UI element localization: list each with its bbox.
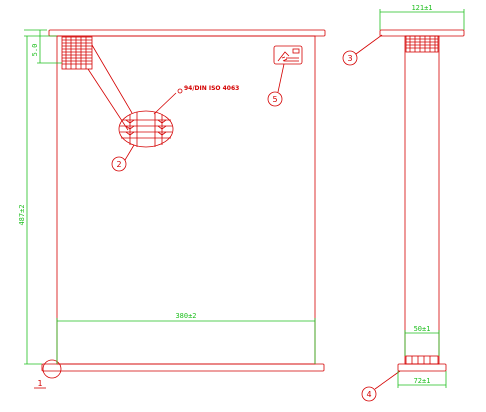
callout-3-bubble	[342, 50, 358, 66]
side-bottom-rail	[397, 363, 447, 372]
callout-4-label: 4	[366, 390, 371, 399]
width-dim-label: 380±2	[175, 312, 196, 320]
callout-2-bubble	[111, 156, 127, 172]
detail-leader-line-1	[91, 44, 133, 114]
height-dim-label: 487±2	[18, 204, 26, 225]
side-top-dim-label: 121±1	[411, 4, 432, 12]
side-body-dim-label: 50±1	[414, 325, 431, 333]
side-bottom-fins	[405, 355, 439, 365]
detail-ellipse	[118, 110, 174, 148]
corner-detail-circle	[42, 359, 62, 379]
label-plate-icon	[273, 45, 303, 65]
front-top-rail	[48, 29, 326, 37]
corner-mark-label: 1	[37, 379, 42, 388]
note-leader-line	[153, 92, 177, 115]
standard-note: 94/DIN ISO 4063	[184, 85, 239, 92]
weld-block	[61, 36, 93, 70]
callout-2-label: 2	[116, 160, 121, 169]
callout-3-label: 3	[347, 54, 352, 63]
callout-3-leader	[355, 34, 383, 55]
callout-5-bubble	[267, 91, 283, 107]
side-column-body	[404, 35, 440, 365]
side-top-fins	[405, 35, 439, 53]
callout-4-leader	[374, 370, 401, 390]
callout-5-leader	[277, 63, 285, 93]
side-bottom-dim-label: 72±1	[414, 377, 431, 385]
note-marker	[177, 88, 183, 94]
callout-5-label: 5	[272, 95, 277, 104]
top-offset-dim-label: 5.0	[31, 44, 39, 57]
callout-2-leader	[124, 144, 135, 161]
front-panel-body	[56, 35, 316, 365]
front-bottom-rail	[41, 363, 325, 372]
callout-4-bubble	[361, 386, 377, 402]
side-top-rail	[379, 29, 465, 37]
